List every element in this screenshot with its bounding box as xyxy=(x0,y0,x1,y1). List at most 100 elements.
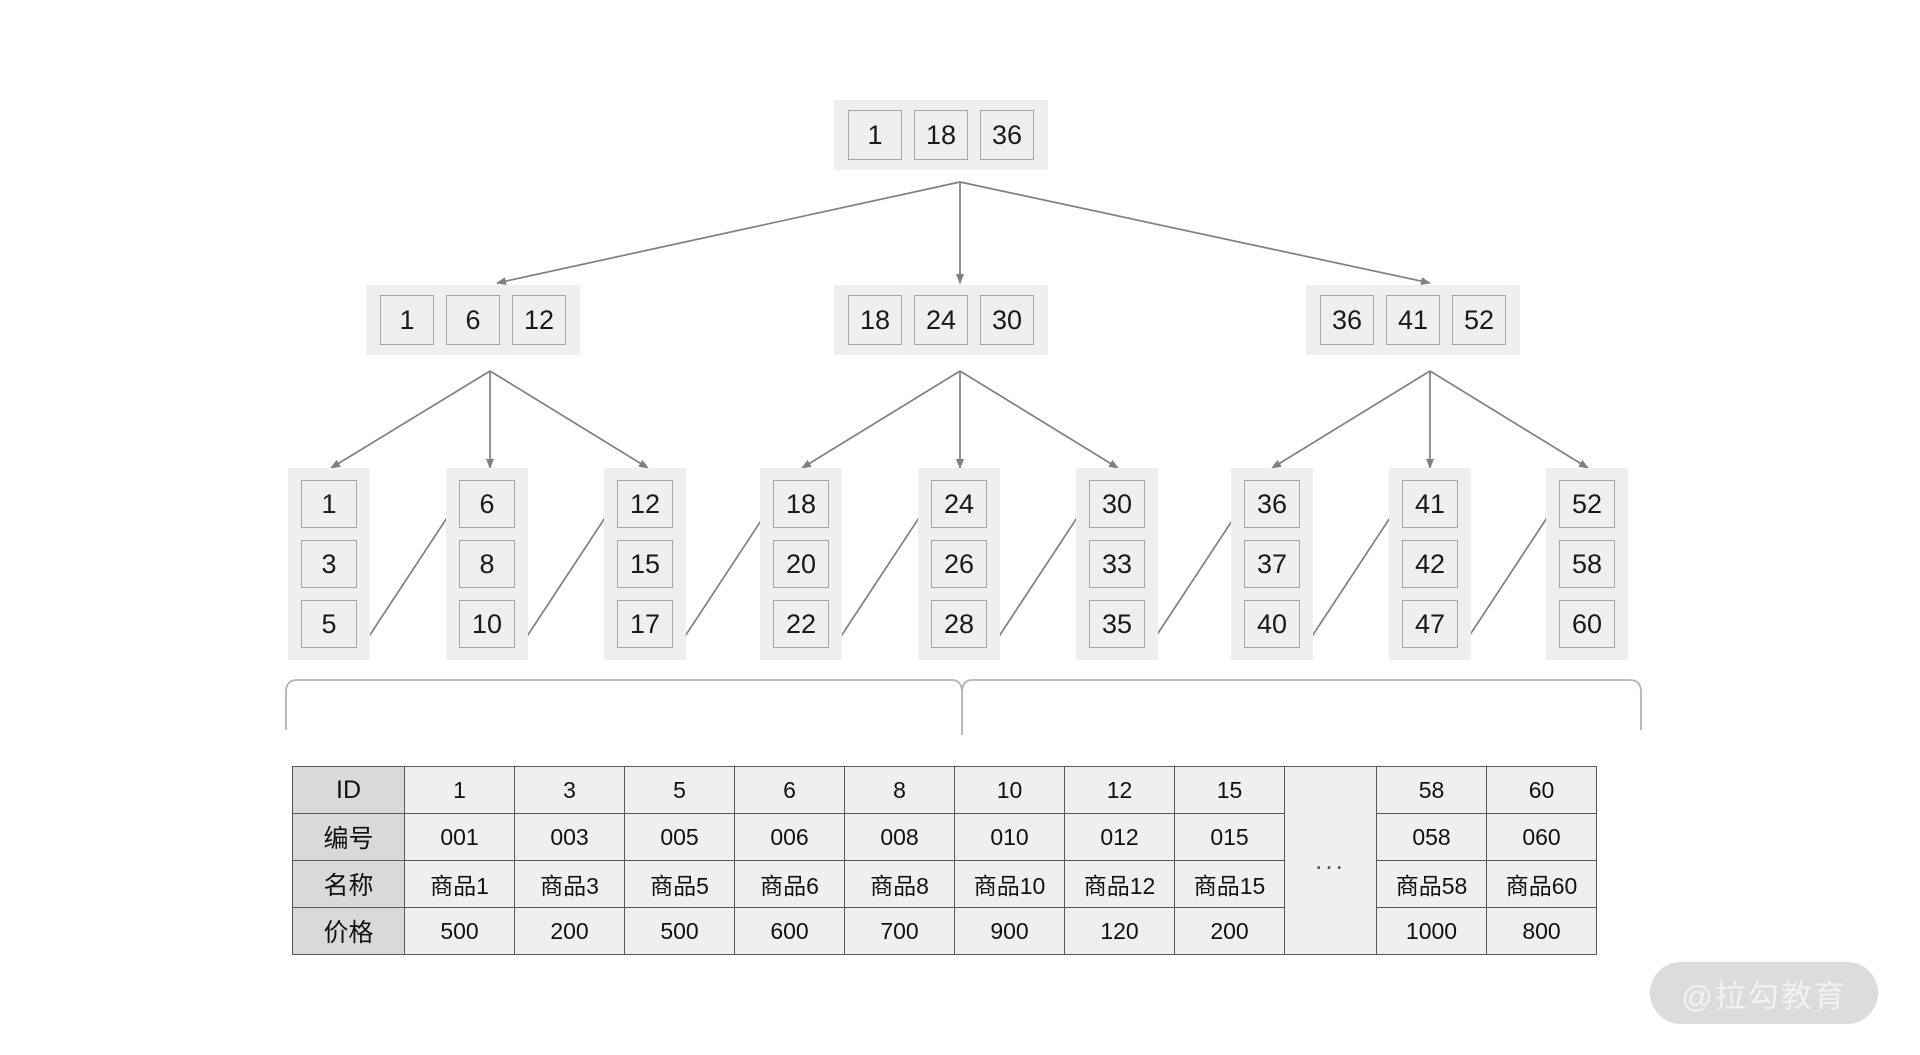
table-row: 价格 500 200 500 600 700 900 120 200 1000 … xyxy=(292,907,1597,955)
row-header-price: 价格 xyxy=(292,907,405,955)
internal-key-cell[interactable]: 18 xyxy=(848,295,902,345)
table-cell: 商品15 xyxy=(1174,860,1285,908)
table-cell: 012 xyxy=(1064,813,1175,861)
leaf-key-cell[interactable]: 42 xyxy=(1402,540,1458,588)
table-cell: 120 xyxy=(1064,907,1175,955)
tree-leaf-1[interactable]: 1 3 5 xyxy=(288,468,370,660)
table-cell: 010 xyxy=(954,813,1065,861)
internal-key-cell[interactable]: 1 xyxy=(380,295,434,345)
record-data-table: ID 1 3 5 6 8 10 12 15 ... 58 60 编号 001 0… xyxy=(292,766,1597,955)
table-cell: 商品8 xyxy=(844,860,955,908)
internal-key-cell[interactable]: 6 xyxy=(446,295,500,345)
leaf-key-cell[interactable]: 28 xyxy=(931,600,987,648)
row-header-id: ID xyxy=(292,766,405,814)
internal-key-cell[interactable]: 12 xyxy=(512,295,566,345)
leaf-key-cell[interactable]: 8 xyxy=(459,540,515,588)
internal-key-cell[interactable]: 30 xyxy=(980,295,1034,345)
table-cell: 006 xyxy=(734,813,845,861)
leaf-key-cell[interactable]: 60 xyxy=(1559,600,1615,648)
leaf-key-cell[interactable]: 41 xyxy=(1402,480,1458,528)
table-cell: 1 xyxy=(404,766,515,814)
tree-leaf-9[interactable]: 52 58 60 xyxy=(1546,468,1628,660)
table-cell: 8 xyxy=(844,766,955,814)
leaf-key-cell[interactable]: 36 xyxy=(1244,480,1300,528)
internal-key-cell[interactable]: 24 xyxy=(914,295,968,345)
tree-node-internal-3[interactable]: 36 41 52 xyxy=(1306,285,1520,355)
leaf-key-cell[interactable]: 10 xyxy=(459,600,515,648)
tree-leaf-5[interactable]: 24 26 28 xyxy=(918,468,1000,660)
table-cell: 015 xyxy=(1174,813,1285,861)
tree-leaf-6[interactable]: 30 33 35 xyxy=(1076,468,1158,660)
tree-leaf-8[interactable]: 41 42 47 xyxy=(1389,468,1471,660)
table-cell: 10 xyxy=(954,766,1065,814)
leaf-key-cell[interactable]: 1 xyxy=(301,480,357,528)
table-cell: 900 xyxy=(954,907,1065,955)
leaf-key-cell[interactable]: 22 xyxy=(773,600,829,648)
root-to-internal-arrows xyxy=(496,181,1431,286)
table-cell: 6 xyxy=(734,766,845,814)
table-cell: 060 xyxy=(1486,813,1597,861)
table-cell: 商品12 xyxy=(1064,860,1175,908)
internal-key-cell[interactable]: 41 xyxy=(1386,295,1440,345)
table-cell: 500 xyxy=(404,907,515,955)
table-row: 编号 001 003 005 006 008 010 012 015 058 0… xyxy=(292,813,1597,861)
table-cell: 200 xyxy=(1174,907,1285,955)
table-cell: 商品5 xyxy=(624,860,735,908)
leaf-key-cell[interactable]: 24 xyxy=(931,480,987,528)
row-header-name: 名称 xyxy=(292,860,405,908)
table-cell: 5 xyxy=(624,766,735,814)
internal-key-cell[interactable]: 52 xyxy=(1452,295,1506,345)
internal-key-cell[interactable]: 36 xyxy=(1320,295,1374,345)
root-key-cell[interactable]: 18 xyxy=(914,110,968,160)
leaf-key-cell[interactable]: 35 xyxy=(1089,600,1145,648)
tree-node-internal-2[interactable]: 18 24 30 xyxy=(834,285,1048,355)
internal3-to-leaf-arrows xyxy=(1271,370,1589,469)
leaf-key-cell[interactable]: 58 xyxy=(1559,540,1615,588)
leaf-key-cell[interactable]: 37 xyxy=(1244,540,1300,588)
leaf-key-cell[interactable]: 52 xyxy=(1559,480,1615,528)
table-cell: 商品1 xyxy=(404,860,515,908)
tree-leaf-2[interactable]: 6 8 10 xyxy=(446,468,528,660)
table-cell: 1000 xyxy=(1376,907,1487,955)
tree-node-internal-1[interactable]: 1 6 12 xyxy=(366,285,580,355)
leaf-key-cell[interactable]: 5 xyxy=(301,600,357,648)
table-cell: 商品6 xyxy=(734,860,845,908)
tree-leaf-4[interactable]: 18 20 22 xyxy=(760,468,842,660)
table-cell: 600 xyxy=(734,907,845,955)
leaf-key-cell[interactable]: 3 xyxy=(301,540,357,588)
table-cell: 58 xyxy=(1376,766,1487,814)
brace-stems xyxy=(285,692,1642,735)
row-header-code: 编号 xyxy=(292,813,405,861)
tree-node-root[interactable]: 1 18 36 xyxy=(834,100,1048,170)
leaf-key-cell[interactable]: 6 xyxy=(459,480,515,528)
tree-leaf-7[interactable]: 36 37 40 xyxy=(1231,468,1313,660)
tree-leaf-3[interactable]: 12 15 17 xyxy=(604,468,686,660)
table-row: ID 1 3 5 6 8 10 12 15 ... 58 60 xyxy=(292,766,1597,955)
table-row: 名称 商品1 商品3 商品5 商品6 商品8 商品10 商品12 商品15 商品… xyxy=(292,860,1597,908)
table-cell: 005 xyxy=(624,813,735,861)
table-cell: 商品3 xyxy=(514,860,625,908)
root-key-cell[interactable]: 1 xyxy=(848,110,902,160)
leaf-key-cell[interactable]: 20 xyxy=(773,540,829,588)
internal2-to-leaf-arrows xyxy=(801,370,1119,469)
leaf-key-cell[interactable]: 15 xyxy=(617,540,673,588)
leaf-key-cell[interactable]: 40 xyxy=(1244,600,1300,648)
leaf-key-cell[interactable]: 12 xyxy=(617,480,673,528)
table-cell: 商品10 xyxy=(954,860,1065,908)
leaf-to-table-brace xyxy=(285,679,1642,694)
table-cell: 商品60 xyxy=(1486,860,1597,908)
table-cell: 12 xyxy=(1064,766,1175,814)
watermark-badge: @拉勾教育 xyxy=(1650,962,1878,1024)
table-cell: 003 xyxy=(514,813,625,861)
leaf-key-cell[interactable]: 30 xyxy=(1089,480,1145,528)
leaf-key-cell[interactable]: 47 xyxy=(1402,600,1458,648)
table-cell: 60 xyxy=(1486,766,1597,814)
root-key-cell[interactable]: 36 xyxy=(980,110,1034,160)
leaf-key-cell[interactable]: 33 xyxy=(1089,540,1145,588)
table-cell: 500 xyxy=(624,907,735,955)
leaf-key-cell[interactable]: 17 xyxy=(617,600,673,648)
leaf-key-cell[interactable]: 18 xyxy=(773,480,829,528)
table-ellipsis-cell: ... xyxy=(1284,766,1377,955)
leaf-key-cell[interactable]: 26 xyxy=(931,540,987,588)
